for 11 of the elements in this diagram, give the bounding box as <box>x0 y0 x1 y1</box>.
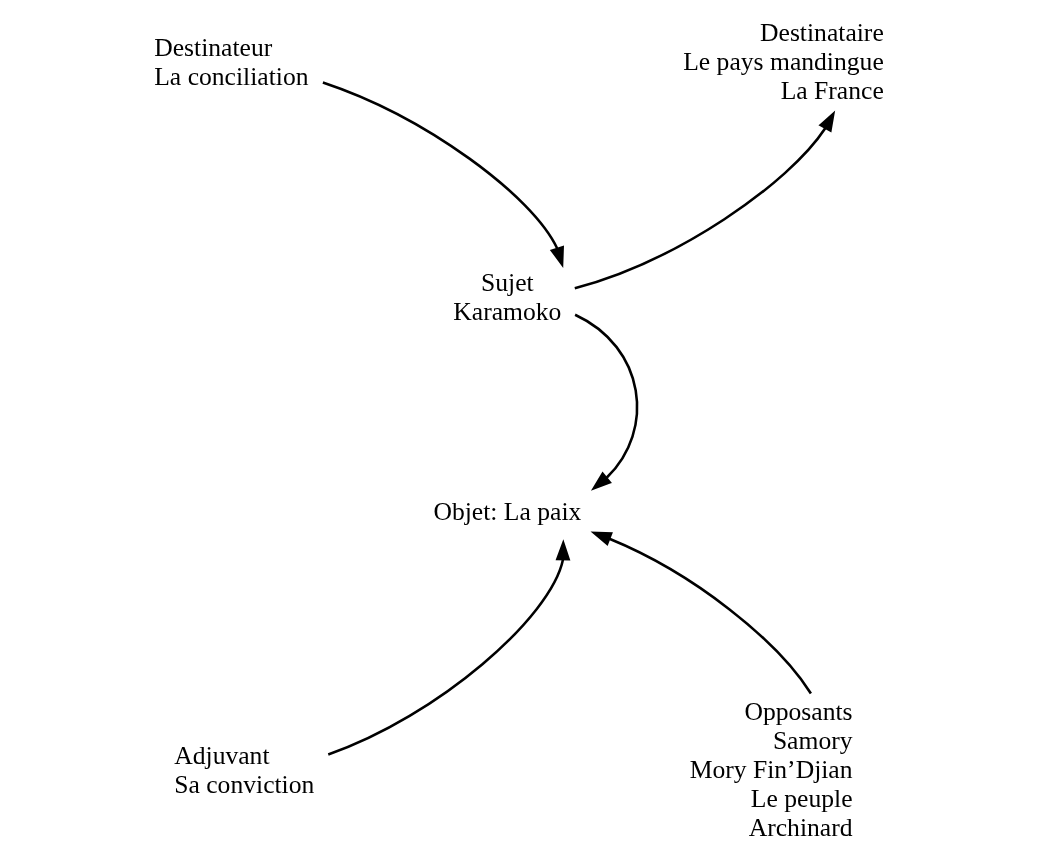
arrow <box>327 539 571 756</box>
arrow <box>322 81 564 268</box>
node-text: Opposants Samory Mory Fin’Djian Le peuple Archinard <box>689 697 853 842</box>
arrow <box>590 531 812 695</box>
arrow <box>574 110 836 290</box>
node-text: Destinataire Le pays mandingue La France <box>683 18 884 106</box>
node-text: Objet: La paix <box>433 497 582 527</box>
node-text: Sujet Karamoko <box>453 268 562 327</box>
arrow <box>574 313 639 491</box>
node-text: Destinateur La conciliation <box>154 32 309 91</box>
node-text: Adjuvant Sa conviction <box>174 740 315 799</box>
